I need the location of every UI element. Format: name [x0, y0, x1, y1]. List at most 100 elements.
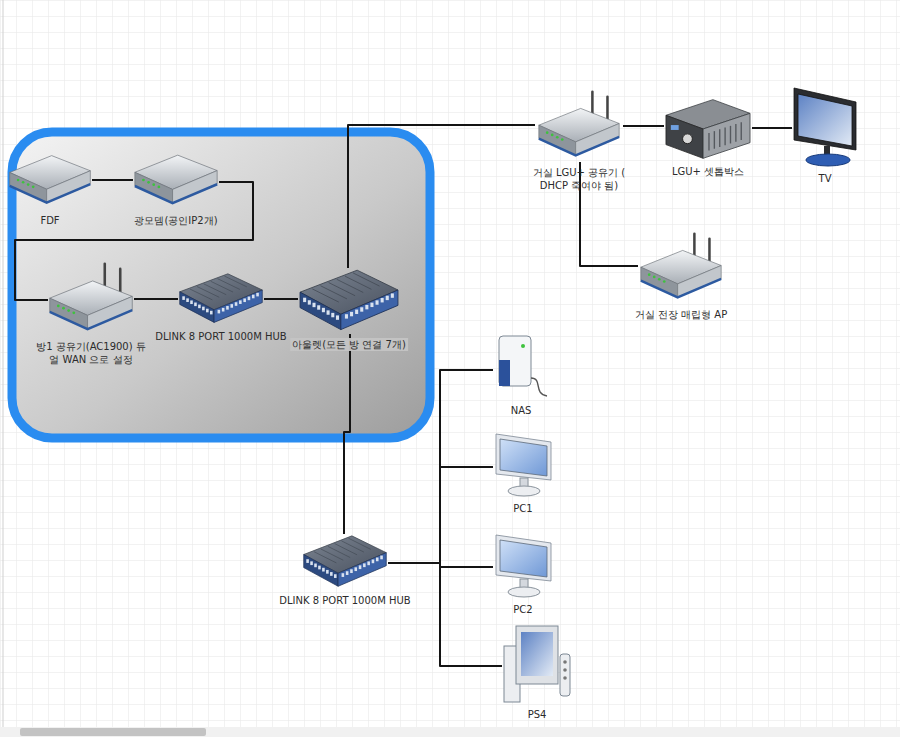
network-cable [348, 125, 535, 268]
base-band [10, 184, 91, 202]
device-label: 거실 LGU+ 공유기 ( DHCP 죽여야 됨) [523, 166, 635, 192]
device-icon [135, 155, 217, 203]
device-label-group: LGU+ 셋톱박스 [670, 165, 746, 178]
port [210, 311, 213, 315]
port [306, 559, 309, 563]
device-label-group: PS4 [526, 708, 549, 721]
device-illustration [535, 90, 623, 162]
port [248, 297, 251, 301]
device-icon [499, 336, 547, 396]
top-vent [218, 279, 240, 290]
port [359, 565, 362, 569]
port [327, 310, 330, 314]
vent [714, 131, 715, 149]
device-illustration [493, 533, 553, 599]
port [381, 298, 384, 302]
status-led [32, 185, 35, 188]
nas-panel [499, 360, 510, 386]
vent [708, 133, 709, 151]
top-vent [320, 286, 347, 299]
device-label-group: NAS [509, 404, 534, 417]
device-illustration [8, 150, 92, 210]
network-device: TV [792, 86, 858, 168]
network-cable [264, 298, 298, 300]
port [376, 558, 379, 562]
device-label: NAS [509, 404, 534, 417]
device-icon [180, 274, 263, 323]
monitor-base [508, 486, 540, 496]
top-vent [345, 276, 372, 289]
port [386, 296, 389, 300]
port [350, 569, 353, 573]
port [308, 300, 311, 304]
device-icon [666, 100, 750, 159]
console-monitor [516, 626, 558, 684]
status-led [546, 131, 549, 134]
device-illustration [792, 86, 858, 168]
device-label-group: 방1 공유기(AC1900) 듀얼 WAN 으로 설정 [32, 340, 150, 366]
port [367, 561, 370, 565]
monitor-base [508, 587, 540, 597]
device-illustration [638, 232, 724, 304]
top-vent [211, 281, 233, 292]
device-label: DLINK 8 PORT 1000M HUB [153, 330, 288, 343]
port [326, 570, 329, 574]
antenna [103, 264, 106, 288]
port [317, 305, 320, 309]
network-device: 광모뎀(공인IP2개) [133, 150, 219, 210]
top-vent [197, 286, 219, 297]
status-led [147, 181, 150, 184]
port [226, 306, 229, 310]
device-label: DLINK 8 PORT 1000M HUB [277, 594, 412, 607]
console-screen [521, 632, 553, 676]
port [314, 563, 317, 567]
device-label: 광모뎀(공인IP2개) [132, 214, 219, 227]
port [190, 300, 193, 304]
icon-face [304, 555, 338, 587]
port [310, 561, 313, 565]
device-icon [504, 626, 570, 702]
status-led [658, 278, 661, 281]
top-vent [328, 546, 350, 557]
port [391, 293, 394, 297]
port [350, 312, 353, 316]
status-led [152, 183, 155, 186]
port [239, 300, 242, 304]
nas-cable [531, 378, 547, 396]
status-led [67, 309, 70, 312]
device-label-group: TV [817, 172, 834, 185]
network-device: 거실 전장 매립형 AP [638, 232, 724, 304]
status-led [62, 307, 65, 310]
top-vent [335, 544, 357, 555]
port [331, 313, 334, 317]
device-illustration [178, 272, 264, 326]
device-icon [539, 92, 619, 156]
port [380, 556, 383, 560]
status-led [27, 183, 30, 186]
status-led [663, 280, 666, 283]
status-led [157, 186, 160, 189]
port [198, 305, 201, 309]
icon-face [214, 290, 262, 322]
device-icon [300, 270, 398, 329]
port [334, 574, 337, 578]
top-vent [353, 273, 380, 286]
port [376, 300, 379, 304]
network-device: 방1 공유기(AC1900) 듀얼 WAN 으로 설정 [48, 262, 134, 336]
network-cable [752, 127, 792, 129]
antenna [606, 97, 609, 119]
port [318, 566, 321, 570]
top-vent [312, 289, 339, 302]
port [365, 305, 368, 309]
network-device: DLINK 8 PORT 1000M HUB [178, 272, 264, 326]
device-label-group: 거실 전장 매립형 AP [633, 308, 729, 321]
device-illustration [298, 268, 400, 334]
remote-button [563, 668, 567, 672]
icon-face [703, 113, 750, 158]
device-icon [794, 88, 856, 166]
network-cable [623, 125, 664, 127]
vent [735, 124, 736, 142]
